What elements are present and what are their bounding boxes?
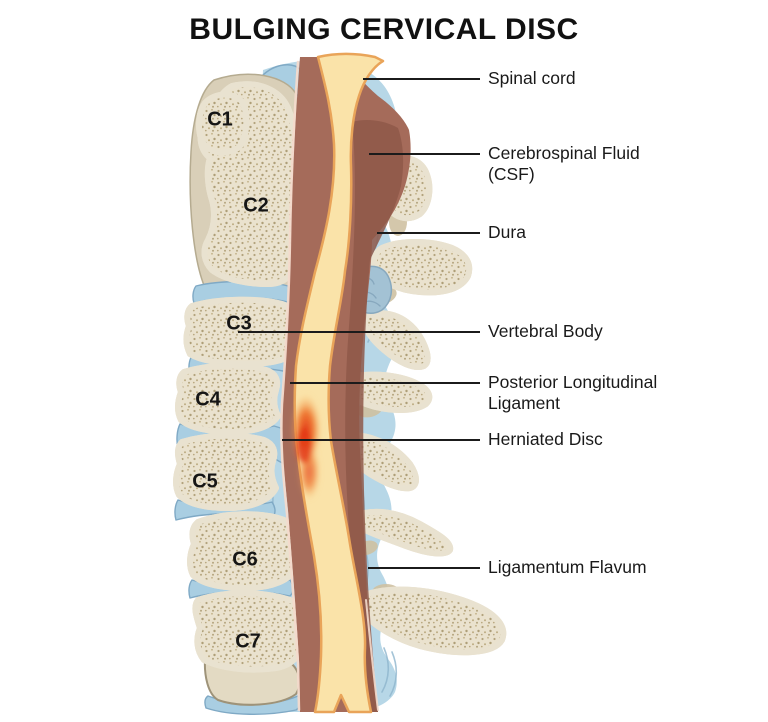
page-title: BULGING CERVICAL DISC — [189, 13, 579, 46]
annotation-vertebral-body: Vertebral Body — [488, 321, 603, 341]
annotation-posterior-longitudinal-ligament: Posterior Longitudinal Ligament — [488, 372, 658, 413]
vertebra-label-c2: C2 — [243, 194, 269, 217]
dura-right-edge-highlight — [365, 599, 379, 711]
posterior-processes — [337, 158, 503, 652]
dura-inner-shadow — [345, 120, 404, 712]
annotation-herniated-disc: Herniated Disc — [488, 429, 603, 449]
annotation-ligamentum-flavum: Ligamentum Flavum — [488, 557, 647, 577]
herniated-disc-glow — [291, 394, 321, 500]
vertebra-label-c1: C1 — [207, 108, 233, 131]
vertebra-label-c4: C4 — [195, 388, 221, 411]
vertebra-label-c5: C5 — [192, 470, 218, 493]
annotation-csf: Cerebrospinal Fluid (CSF) — [488, 143, 640, 184]
vertebra-label-c6: C6 — [232, 548, 258, 571]
vertebra-label-c7: C7 — [235, 630, 261, 653]
vertebra-label-c3: C3 — [226, 312, 252, 335]
dura-edge-highlight — [280, 60, 301, 712]
leader-lines — [238, 78, 480, 569]
annotation-spinal-cord: Spinal cord — [488, 68, 576, 88]
annotation-dura: Dura — [488, 222, 526, 242]
